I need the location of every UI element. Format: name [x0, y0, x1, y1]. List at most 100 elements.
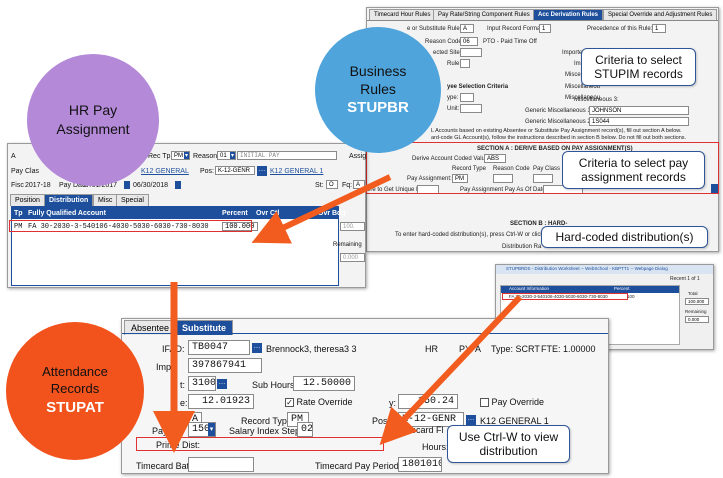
- py-label-text: PY:: [459, 344, 474, 354]
- misc-label-4: Miscellaneous 3:: [574, 97, 619, 103]
- reason-dropdown-icon[interactable]: ▾: [230, 152, 235, 159]
- pay-override-check-icon[interactable]: [480, 398, 489, 408]
- pay-as-of-dropdown[interactable]: [711, 184, 719, 193]
- col-ovr-bdg: Ovr Bdg: [318, 210, 346, 217]
- t-lookup-button[interactable]: …: [217, 379, 227, 389]
- salary-step-field[interactable]: 02: [297, 422, 313, 437]
- reason-code-label: Reason Code:: [425, 39, 464, 45]
- abs-sub-rule-label: e or Substitute Rule:: [407, 26, 462, 32]
- ifas-lookup-button[interactable]: …: [252, 343, 262, 353]
- sub-hours-field[interactable]: 12.50000: [293, 376, 355, 391]
- dialog-remaining-label: Remaining: [685, 309, 707, 314]
- pay-assignment-field[interactable]: PM: [452, 174, 468, 183]
- impo-label-text: Impo: [156, 362, 177, 372]
- dialog-total-label: Total: [688, 291, 698, 296]
- col-account: Fully Qualified Account: [28, 210, 106, 217]
- pay-override-checkbox[interactable]: Pay Override: [480, 397, 544, 408]
- attendance-circle: Attendance Records STUPAT: [6, 322, 144, 460]
- generic-misc2-field[interactable]: 1S044: [589, 117, 689, 126]
- position-link[interactable]: K12 GENERAL 1: [480, 416, 549, 426]
- reason-value: 01: [220, 153, 227, 159]
- pay-date-to-dropdown-icon[interactable]: [175, 181, 181, 189]
- remaining-label: Remaining: [333, 242, 362, 248]
- attendance-code: STUPAT: [46, 399, 104, 417]
- hr-pay-line1: HR Pay: [68, 102, 118, 119]
- reason-field[interactable]: 01▾: [217, 151, 236, 160]
- type-value: SCRT: [515, 344, 540, 354]
- business-line1: Business: [349, 63, 407, 80]
- tab-special[interactable]: Special: [116, 194, 149, 206]
- tab-divider: [367, 20, 718, 21]
- pos-link[interactable]: K12 GENERAL 1: [270, 168, 324, 175]
- dialog-grid-header: [501, 286, 679, 293]
- fte-label: FTE: 1.00000: [541, 344, 596, 354]
- misc-label-3: Miscellaneou: [565, 95, 601, 101]
- pos-field[interactable]: K-12-GENR: [215, 166, 255, 175]
- business-line2: Rules: [360, 81, 396, 98]
- dialog-total-field: 100.000: [685, 298, 709, 305]
- rule-field[interactable]: [460, 59, 470, 68]
- business-rules-circle: Business Rules STUPBR: [315, 27, 441, 153]
- pay-date-from-dropdown-icon[interactable]: [124, 181, 130, 189]
- record-type-label: Record Type:: [241, 416, 295, 426]
- remaining-field: 0.000: [340, 253, 365, 262]
- pos-lookup-button[interactable]: …: [257, 166, 267, 176]
- derive-field[interactable]: ABS: [484, 154, 506, 163]
- st-field[interactable]: O: [326, 180, 338, 189]
- rec-tp-field[interactable]: PM▾: [171, 151, 190, 160]
- total-field: 100.: [340, 222, 365, 231]
- reason-code-select[interactable]: [493, 174, 513, 183]
- unit-label: Unit:: [447, 106, 460, 112]
- tab-special-override-rules[interactable]: Special Override and Adjustment Rules: [603, 9, 718, 20]
- arrow-stupbr-to-hr: [251, 174, 392, 244]
- pay-step-dropdown-icon[interactable]: ▾: [208, 423, 215, 436]
- ifas-field[interactable]: TB0047: [188, 340, 250, 355]
- timecard-batch-field[interactable]: [188, 457, 254, 472]
- ifas-label: IFAD:: [162, 344, 185, 354]
- arrow-dialog-to-stupat: [379, 294, 523, 446]
- section-b-title: SECTION B : HARD-: [510, 221, 568, 227]
- row-tp: PM: [14, 223, 23, 231]
- rec-tp-dropdown-icon[interactable]: ▾: [184, 152, 189, 159]
- impo-field[interactable]: 397867941: [188, 358, 262, 373]
- distribution-dialog: STUPBRDS - Distribution Worksheet -- Web…: [495, 264, 714, 350]
- input-record-format-field[interactable]: 1: [539, 24, 551, 33]
- row-account[interactable]: FA 30-2030-3-540106-4030-5030-6030-730-8…: [28, 223, 209, 231]
- stupbr-window: Timecard Hour Rules Pay Rate/String Comp…: [366, 7, 719, 252]
- pay-class-select[interactable]: [533, 174, 553, 183]
- rate-override-check-icon[interactable]: ✓: [285, 398, 294, 408]
- type-label: ype:: [447, 95, 459, 101]
- type-field[interactable]: [460, 93, 474, 102]
- timecard-flag-label: Timecard Fl: [396, 425, 444, 435]
- pay-class-link[interactable]: K12 GENERAL: [141, 168, 189, 175]
- type-label-text: Type:: [491, 344, 514, 354]
- dialog-titlebar: [496, 265, 713, 274]
- selected-site-field[interactable]: [460, 48, 482, 57]
- abs-sub-rule-field[interactable]: A: [460, 24, 474, 33]
- st-label: St:: [315, 182, 324, 189]
- callout-hardcoded: Hard-coded distribution(s): [541, 226, 708, 248]
- unit-field[interactable]: [460, 104, 482, 113]
- tab-distribution[interactable]: Distribution: [44, 194, 94, 206]
- dialog-row-account[interactable]: FA 30-2030-3-540106-4030-5030-6030-730-8…: [509, 294, 608, 299]
- t-label: t:: [180, 380, 186, 390]
- py-label: PY: A: [459, 344, 481, 354]
- rate-override-checkbox[interactable]: ✓ Rate Override: [285, 397, 353, 408]
- dialog-row-percent[interactable]: 100: [627, 294, 635, 299]
- rate-field[interactable]: 12.01923: [188, 394, 254, 409]
- hr-pay-circle: HR Pay Assignment: [27, 54, 159, 186]
- unique-id-label: ere to Get Unique ID:: [367, 187, 424, 193]
- derive-label: Derive Account Coded Value:: [412, 156, 490, 162]
- generic-misc1-field[interactable]: JOHNSON: [589, 106, 689, 115]
- timecard-pay-period-field[interactable]: 1801010: [398, 457, 442, 472]
- hr-field-a-label: A: [11, 153, 16, 160]
- t-field[interactable]: 3100: [188, 376, 216, 391]
- dialog-col-percent: Percent: [614, 286, 630, 291]
- precedence-field[interactable]: 1: [652, 24, 666, 33]
- tab-acc-derivation-rules[interactable]: Acc Derivation Rules: [533, 9, 604, 20]
- reason-code-field[interactable]: 06: [460, 37, 478, 46]
- position-lookup-button[interactable]: …: [466, 415, 476, 425]
- pos-label: Pos:: [200, 168, 215, 175]
- pay-date-label: Pay Date: [59, 182, 88, 189]
- timecard-batch-label: Timecard Batch:: [136, 461, 202, 471]
